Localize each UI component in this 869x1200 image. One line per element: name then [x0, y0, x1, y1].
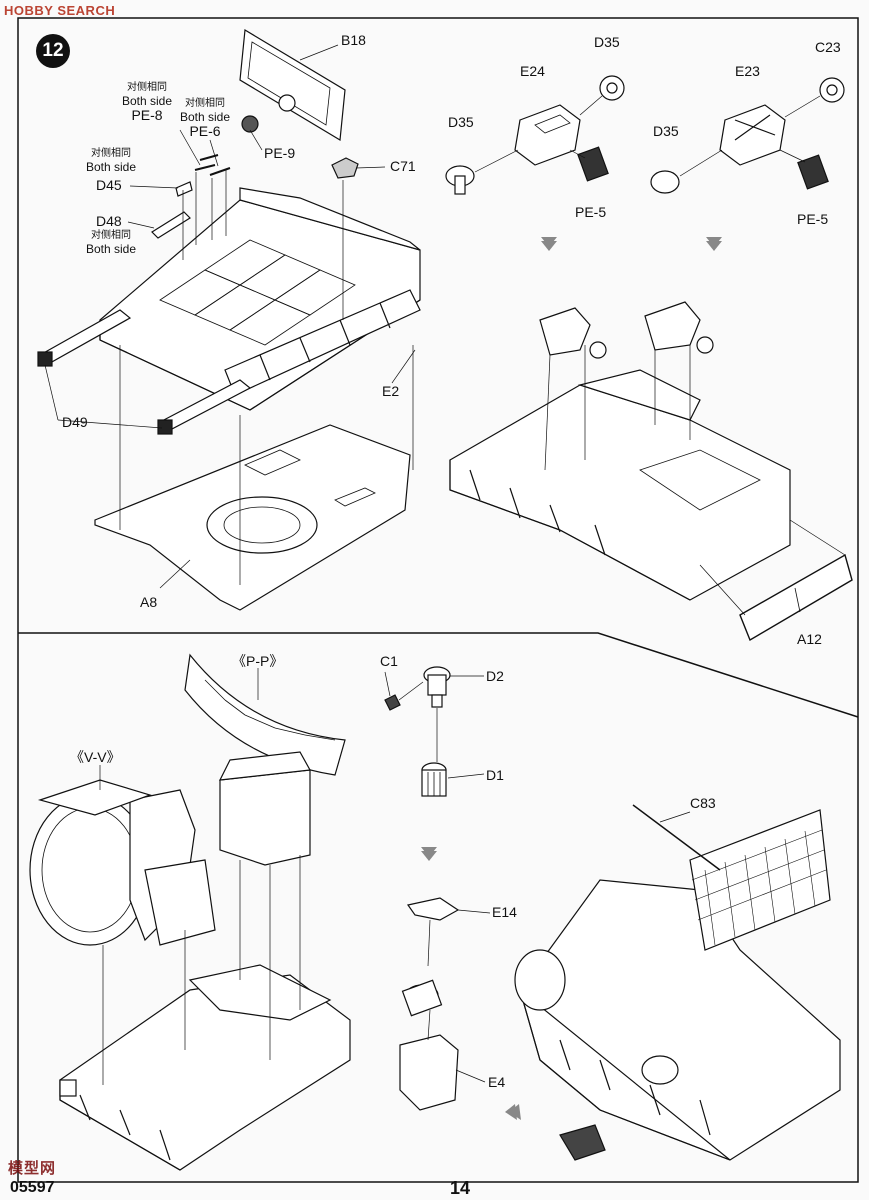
callout-d48-note: Both side — [85, 242, 137, 256]
callout-c71: C71 — [390, 158, 416, 174]
watermark-top: HOBBY SEARCH — [4, 3, 116, 18]
callout-c23: C23 — [815, 39, 841, 55]
step-number-badge: 12 — [36, 34, 70, 68]
callout-e24: E24 — [520, 63, 545, 79]
callout-c1: C1 — [380, 653, 398, 669]
callout-d49: D49 — [62, 414, 88, 430]
callout-d35-a: D35 — [594, 34, 620, 50]
callout-e14: E14 — [492, 904, 517, 920]
callout-d2: D2 — [486, 668, 504, 684]
callout-d48: D48 — [96, 213, 122, 229]
callout-d45-note: Both side — [85, 160, 137, 174]
callout-c83: C83 — [690, 795, 716, 811]
callout-pe8-cn: 对侧相同 — [127, 82, 167, 93]
callout-a12: A12 — [797, 631, 822, 647]
callout-pe9: PE-9 — [264, 145, 296, 161]
callout-e2: E2 — [382, 383, 400, 399]
callout-e4: E4 — [488, 1074, 506, 1090]
callout-d45: D45 — [96, 177, 122, 193]
callout-d48-cn: 对侧相同 — [91, 230, 131, 241]
callout-b18: B18 — [341, 32, 366, 48]
callout-view-vv: 《V-V》 — [70, 749, 121, 765]
callout-d35-c: D35 — [653, 123, 679, 139]
watermark-bottom: 模型网 — [8, 1160, 57, 1177]
callout-e23: E23 — [735, 63, 760, 79]
callout-view-pp: 《P-P》 — [232, 653, 284, 669]
callout-d1: D1 — [486, 767, 504, 783]
callout-pe6: PE-6 — [189, 123, 221, 139]
page-number: 14 — [450, 1178, 471, 1198]
callout-pe5-a: PE-5 — [575, 204, 607, 220]
callout-pe6-cn: 对侧相同 — [185, 98, 225, 109]
callout-a8: A8 — [140, 594, 158, 610]
callout-pe5-b: PE-5 — [797, 211, 829, 227]
callout-pe8: PE-8 — [131, 107, 163, 123]
callout-pe8-note: Both side — [121, 94, 173, 108]
callout-pe6-note: Both side — [179, 110, 231, 124]
callout-d45-cn: 对侧相同 — [91, 148, 131, 159]
callout-d35-b: D35 — [448, 114, 474, 130]
kit-number: 05597 — [10, 1179, 55, 1196]
